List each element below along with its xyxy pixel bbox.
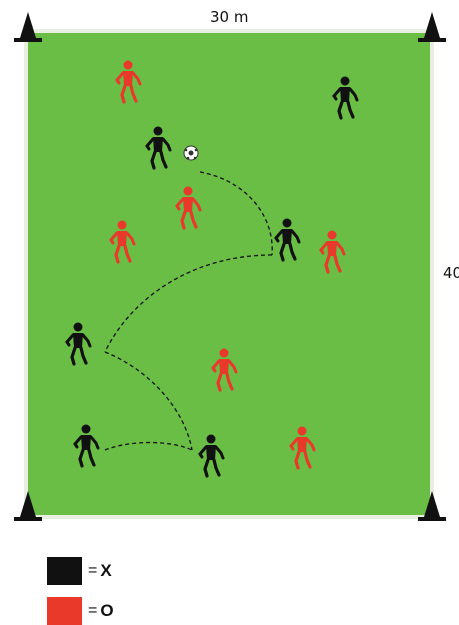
- legend-symbol-x: X: [100, 561, 111, 581]
- legend-equals: =: [88, 602, 97, 620]
- legend-item-o: = O: [47, 597, 114, 625]
- legend-item-x: = X: [47, 557, 112, 585]
- field-height-label: 40: [443, 264, 459, 282]
- legend-symbol-o: O: [100, 601, 113, 621]
- field-svg: [0, 0, 459, 540]
- legend-swatch-o: [47, 597, 82, 625]
- legend-swatch-x: [47, 557, 82, 585]
- soccer-ball-icon: [184, 146, 198, 160]
- legend-equals: =: [88, 562, 97, 580]
- field-width-label: 30 m: [210, 8, 248, 26]
